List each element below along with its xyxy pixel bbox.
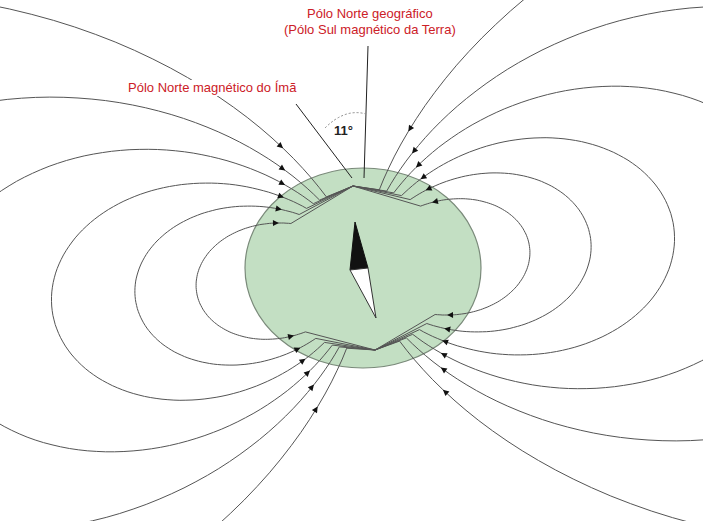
field-arrowhead [278, 180, 285, 186]
field-arrowhead [279, 165, 286, 171]
leader-line [364, 46, 368, 178]
field-line [353, 7, 703, 441]
field-arrowhead [421, 173, 428, 179]
field-line [353, 86, 703, 389]
field-line [0, 0, 375, 521]
field-arrowhead [299, 359, 306, 365]
field-arrowhead [441, 353, 448, 359]
field-arrowhead [312, 407, 318, 414]
leader-line [296, 104, 352, 178]
field-line [0, 149, 375, 452]
field-arrows [273, 125, 453, 413]
field-arrowhead [288, 334, 295, 340]
needle-north [350, 222, 368, 270]
field-arrowhead [273, 220, 279, 226]
field-line [353, 0, 703, 521]
field-arrowhead [412, 147, 418, 154]
field-arrowhead [443, 390, 450, 396]
field-arrowhead [447, 312, 453, 318]
field-line [353, 173, 591, 350]
field-line [135, 186, 375, 365]
field-arrowhead [441, 368, 448, 374]
field-arrowhead [304, 371, 310, 377]
field-arrowhead [294, 348, 301, 353]
field-line [353, 186, 530, 350]
field-arrowhead [432, 198, 439, 204]
field-line [0, 97, 375, 521]
field-line [353, 138, 675, 355]
field-arrowhead [442, 340, 449, 346]
field-arrowhead [444, 327, 451, 333]
field-arrowhead [277, 193, 284, 199]
field-arrowhead [408, 125, 414, 132]
field-arrowhead [308, 385, 314, 392]
needle-south [350, 268, 376, 318]
field-arrowhead [275, 206, 282, 212]
field-arrowhead [416, 161, 422, 167]
pole-label: (Pólo Sul magnético da Terra) [282, 22, 458, 38]
angle-value: 11° [332, 123, 355, 139]
field-arrowhead [426, 185, 433, 190]
pole-label: Pólo Norte magnético do Ímã [126, 80, 298, 96]
pole-label: Pólo Norte geográfico [305, 6, 435, 22]
field-arrowhead [277, 142, 284, 148]
